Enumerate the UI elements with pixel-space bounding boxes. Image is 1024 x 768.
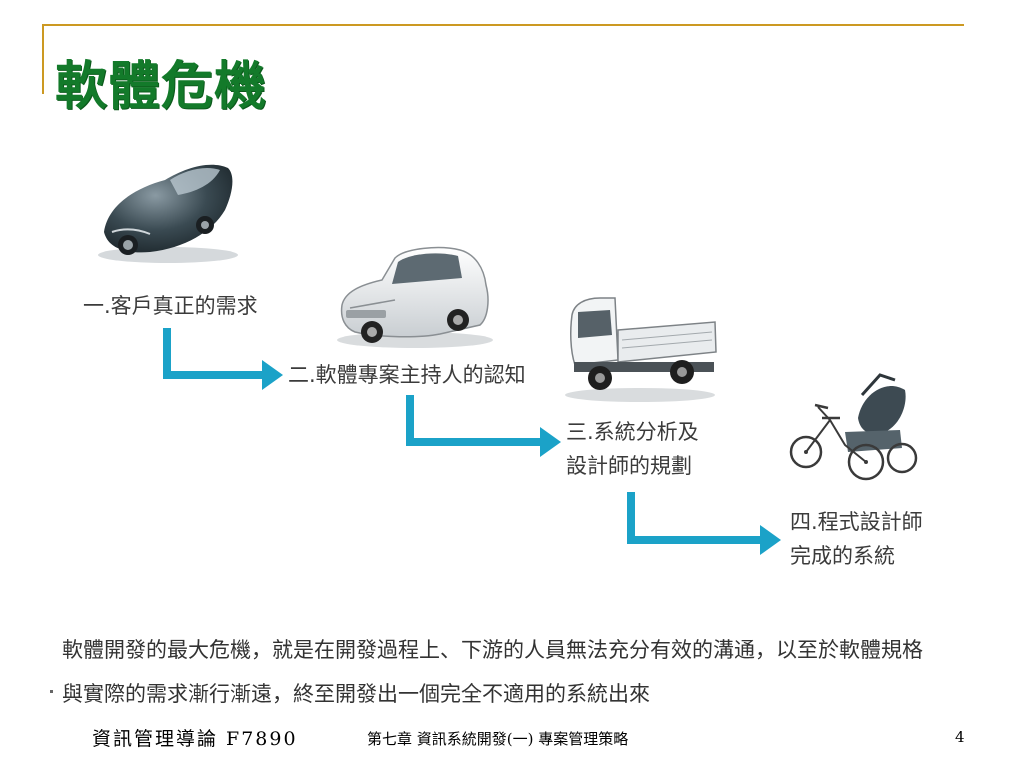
footer-course: 資訊管理導論 F7890 [92, 728, 298, 750]
arrow-head-2 [540, 427, 561, 457]
flow-arrow-3 [627, 492, 760, 544]
step-2-label: 二.軟體專案主持人的認知 [288, 363, 526, 387]
step-4-label: 四.程式設計師 完成的系統 [790, 510, 923, 568]
sedan-car-icon [337, 246, 493, 348]
footer-chapter: 第七章 資訊系統開發(一) 專案管理策略 [367, 730, 629, 748]
flow-arrow-2 [406, 395, 540, 446]
bullet-dot [50, 690, 53, 693]
slide-title: 軟體危機 [55, 57, 268, 117]
sports-car-icon [98, 164, 238, 263]
flow-arrow-1 [163, 328, 262, 379]
arrow-head-3 [760, 525, 781, 555]
tricycle-icon [789, 373, 918, 481]
footer-page-number: 4 [955, 728, 965, 746]
left-accent-line [42, 24, 44, 94]
step-1-label: 一.客戶真正的需求 [83, 294, 258, 318]
caption: 軟體開發的最大危機，就是在開發過程上、下游的人員無法充分有效的溝通，以至於軟體規… [62, 628, 982, 716]
caption-line-1: 軟體開發的最大危機，就是在開發過程上、下游的人員無法充分有效的溝通，以至於軟體規… [62, 638, 923, 662]
top-accent-line [42, 24, 964, 26]
step-3-label: 三.系統分析及 設計師的規劃 [566, 420, 699, 478]
arrow-head-1 [262, 360, 283, 390]
pickup-truck-icon [565, 297, 717, 402]
caption-line-2: 與實際的需求漸行漸遠，終至開發出一個完全不適用的系統出來 [62, 682, 650, 706]
